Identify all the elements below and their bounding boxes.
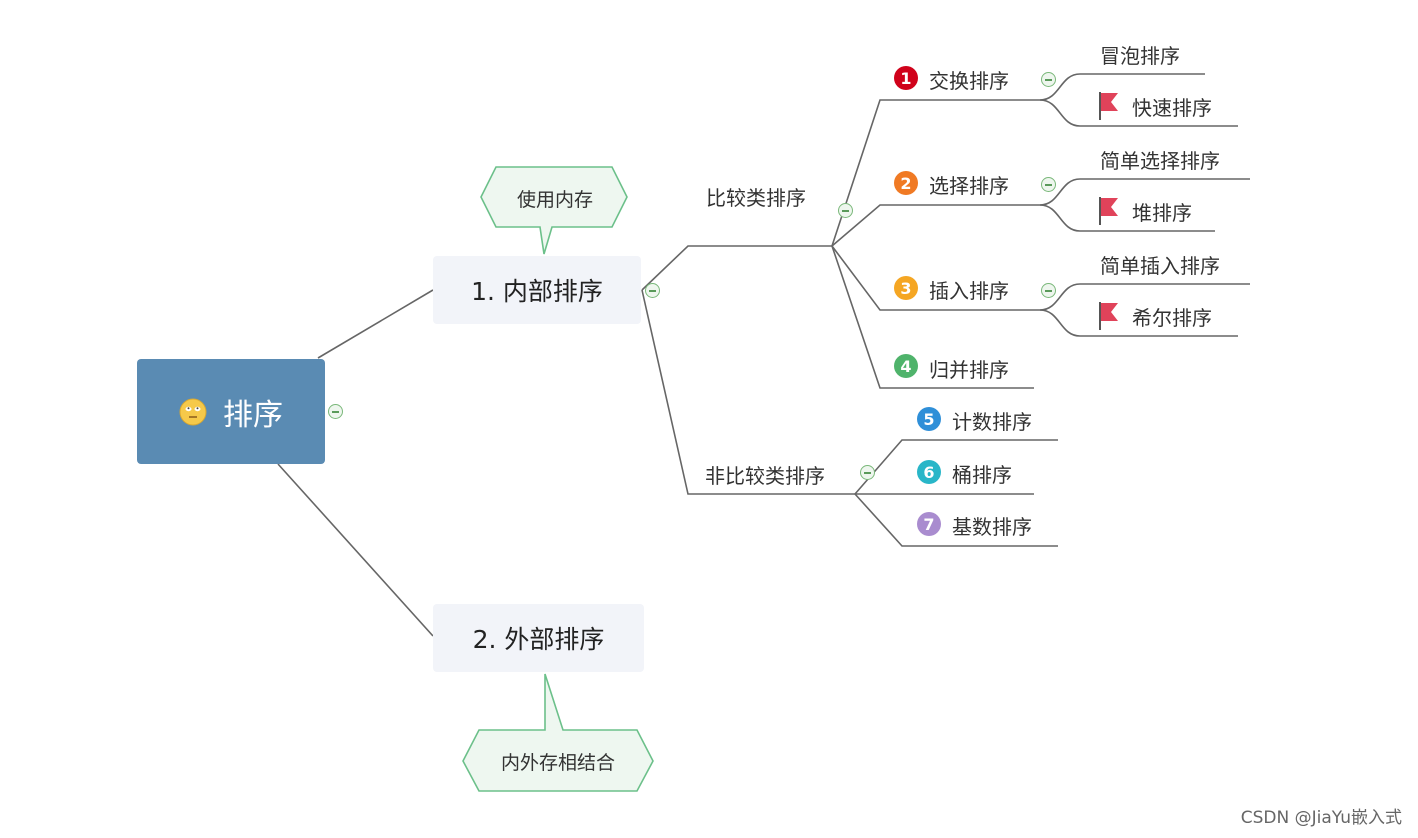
flag-icon — [1099, 197, 1118, 225]
collapse-noncompare-icon[interactable] — [860, 465, 875, 480]
watermark: CSDN @JiaYu嵌入式 — [1240, 808, 1402, 828]
flag-icon — [1099, 302, 1118, 330]
callout-memory-label: 使用内存 — [516, 189, 593, 211]
method-5-label[interactable]: 计数排序 — [952, 410, 1032, 434]
callout-memory-shape — [480, 166, 628, 255]
leaf-quick-sort[interactable]: 快速排序 — [1132, 96, 1212, 120]
collapse-compare-icon[interactable] — [838, 203, 853, 218]
connector-compare-m1 — [831, 99, 1040, 247]
method-3-label[interactable]: 插入排序 — [929, 279, 1009, 303]
face-icon — [179, 398, 207, 425]
method-4-badge: 4 — [894, 354, 918, 378]
collapse-root-icon[interactable] — [328, 404, 343, 419]
connector-m1-quick — [1039, 99, 1238, 127]
connector-internal-compare — [641, 245, 832, 291]
method-1-label[interactable]: 交换排序 — [929, 69, 1009, 93]
leaf-simple-insert-sort[interactable]: 简单插入排序 — [1100, 254, 1220, 278]
connector-compare-m3 — [831, 245, 1040, 311]
collapse-method-2-icon[interactable] — [1041, 177, 1056, 192]
connector-root-external — [277, 463, 434, 637]
method-7-label[interactable]: 基数排序 — [952, 515, 1032, 539]
leaf-shell-sort[interactable]: 希尔排序 — [1132, 306, 1212, 330]
connector-noncompare-m7 — [854, 493, 1058, 547]
external-sort-node[interactable]: 2. 外部排序 — [433, 604, 644, 672]
method-3-badge: 3 — [894, 276, 918, 300]
connector-m2-select — [1039, 178, 1250, 206]
connector-m3-shell — [1039, 309, 1238, 337]
internal-sort-label: 1. 内部排序 — [471, 277, 603, 306]
leaf-bubble-sort[interactable]: 冒泡排序 — [1100, 44, 1180, 68]
connector-m3-insert — [1039, 283, 1250, 311]
leaf-simple-select-sort[interactable]: 简单选择排序 — [1100, 149, 1220, 173]
method-1-badge: 1 — [894, 66, 918, 90]
callout-storage-shape — [462, 673, 654, 792]
method-5-badge: 5 — [917, 407, 941, 431]
connector-m1-bubble — [1039, 73, 1205, 101]
collapse-method-3-icon[interactable] — [1041, 283, 1056, 298]
connector-compare-m4 — [831, 245, 1034, 389]
compare-sort-label[interactable]: 比较类排序 — [706, 186, 806, 210]
method-2-label[interactable]: 选择排序 — [929, 174, 1009, 198]
external-sort-label: 2. 外部排序 — [472, 625, 605, 654]
method-6-badge: 6 — [917, 460, 941, 484]
connector-compare-m2 — [831, 204, 1040, 247]
root-label: 排序 — [223, 397, 283, 433]
flag-icon — [1099, 92, 1118, 120]
collapse-internal-icon[interactable] — [645, 283, 660, 298]
method-4-label[interactable]: 归并排序 — [929, 358, 1009, 382]
collapse-method-1-icon[interactable] — [1041, 72, 1056, 87]
connector-internal-noncompare — [641, 289, 855, 495]
noncompare-sort-label[interactable]: 非比较类排序 — [705, 464, 825, 488]
callout-storage-label: 内外存相结合 — [500, 752, 615, 774]
root-node[interactable]: 排序 — [137, 359, 325, 464]
method-6-label[interactable]: 桶排序 — [952, 463, 1012, 487]
connector-m2-heap — [1039, 204, 1215, 232]
method-7-badge: 7 — [917, 512, 941, 536]
method-2-badge: 2 — [894, 171, 918, 195]
leaf-heap-sort[interactable]: 堆排序 — [1132, 201, 1192, 225]
connector-root-internal — [317, 289, 434, 359]
internal-sort-node[interactable]: 1. 内部排序 — [433, 256, 641, 324]
